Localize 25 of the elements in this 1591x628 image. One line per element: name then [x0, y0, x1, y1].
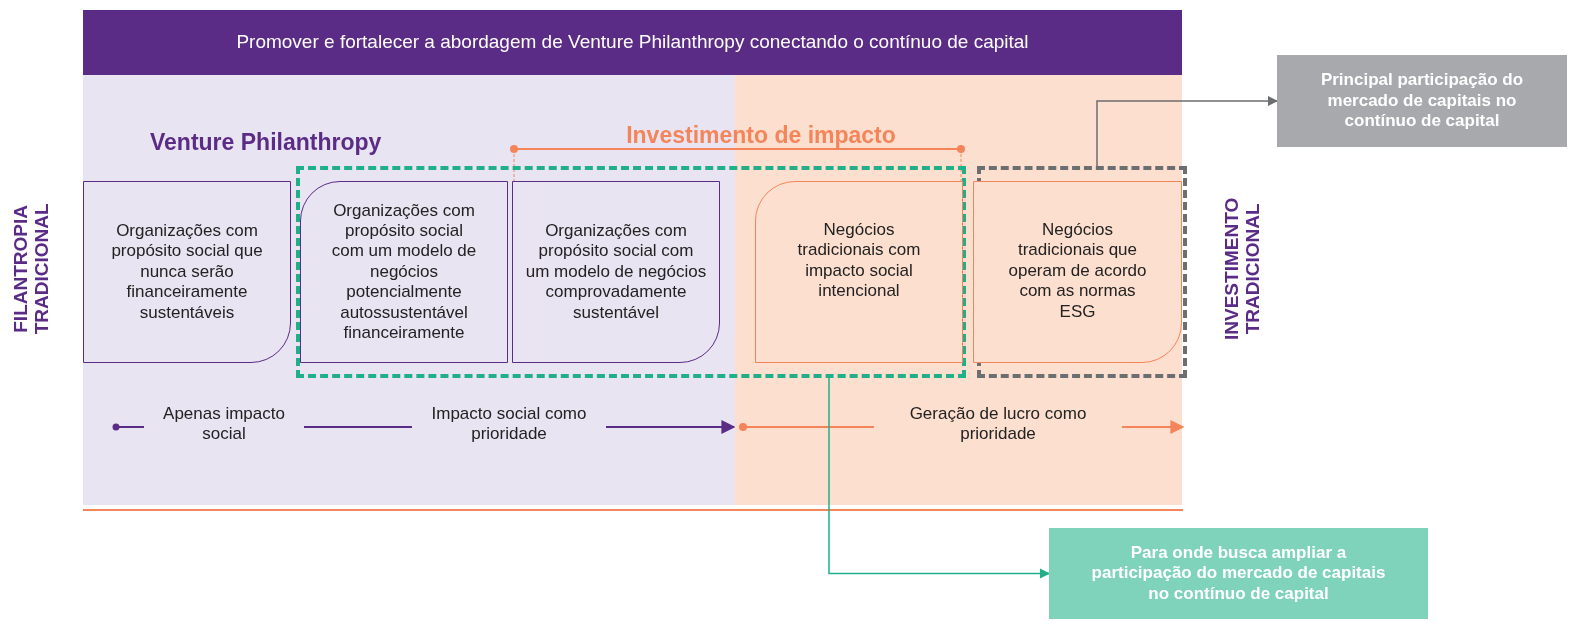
node-text: Negócios tradicionais com impacto social intencional — [796, 220, 922, 302]
node-text: Para onde busca ampliar a participação do mercado de capitais no contínuo de capital — [1090, 542, 1387, 605]
node-text: Promover e fortalecer a abordagem de Venture Philanthropy conectando o contínuo de capital — [236, 31, 1029, 54]
callout-box — [1049, 528, 1428, 619]
node-text: Organizações com propósito social com um modelo de negócios comprovadamente sustentável — [525, 221, 707, 323]
bracket-label: Investimento de impacto — [625, 121, 897, 150]
scale-label: Geração de lucro como prioridade — [874, 404, 1122, 445]
process-box — [83, 181, 291, 363]
node-text: Negócios tradicionais que operam de acordo com as normas ESG — [1007, 220, 1148, 322]
node-text: Principal participação do mercado de capitais no contínuo de capital — [1319, 70, 1525, 132]
callout-box — [1277, 55, 1567, 147]
process-box — [300, 181, 508, 363]
node-text: Organizações com propósito social com um modelo de negócios potencialmente autossustentável financeiramente — [330, 200, 478, 344]
scale-label: Impacto social como prioridade — [412, 404, 606, 445]
section-title: Venture Philanthropy — [150, 128, 383, 157]
arrow — [1096, 95, 1279, 167]
process-box — [512, 181, 720, 363]
header-banner — [83, 10, 1182, 75]
side-label: INVESTIMENTO TRADICIONAL — [1222, 196, 1264, 342]
dashed-group-frame — [296, 166, 966, 378]
side-label: FILANTROPIA TRADICIONAL — [11, 202, 53, 337]
process-box — [755, 181, 963, 363]
node-text: Organizações com propósito social que nunca serão financeiramente sustentáveis — [110, 221, 264, 323]
process-box — [973, 181, 1182, 363]
arrow — [828, 377, 1051, 579]
